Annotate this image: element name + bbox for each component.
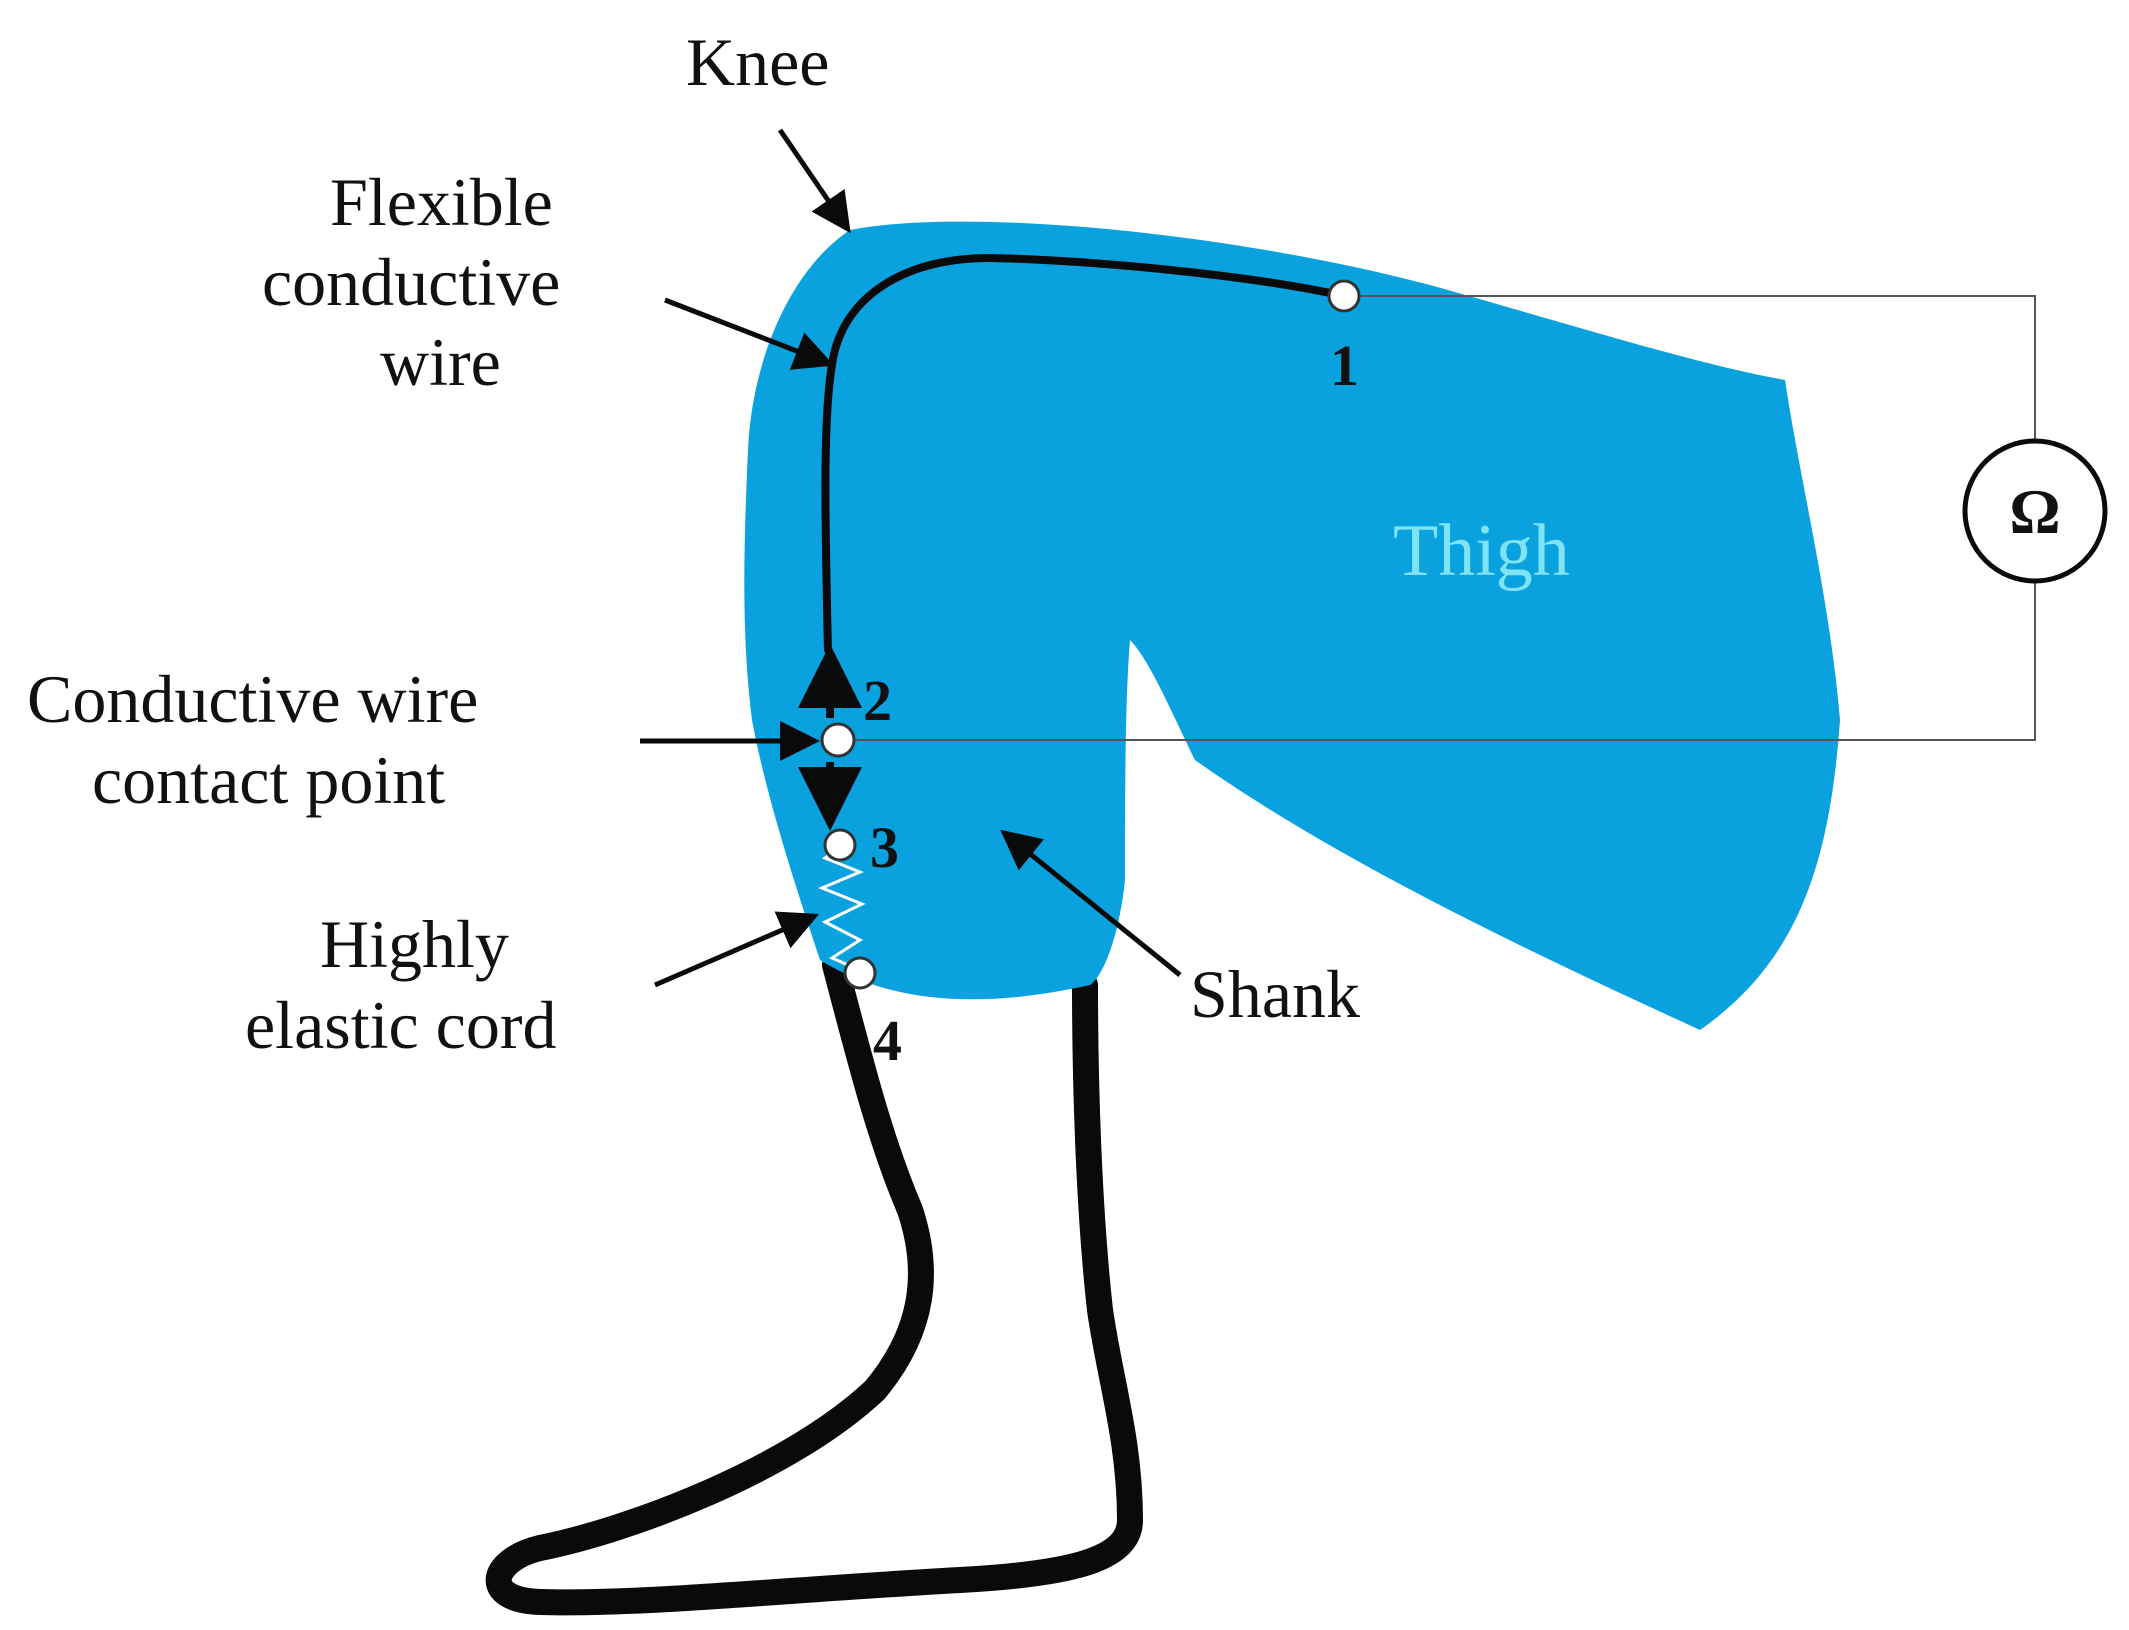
elastic-cord-label-2: elastic cord	[245, 987, 557, 1063]
point-1-label: 1	[1330, 333, 1359, 398]
meter-wire-bottom	[838, 580, 2036, 741]
flexible-wire-arrow	[664, 297, 835, 370]
point-3-label: 3	[870, 815, 899, 880]
elastic-cord-label-1: Highly	[320, 906, 509, 982]
thigh-label: Thigh	[1393, 510, 1570, 592]
point-1-marker	[1327, 279, 1361, 313]
point-4-label: 4	[873, 1008, 902, 1073]
limb-region	[744, 221, 1840, 1030]
contact-point-label-1: Conductive wire	[27, 661, 478, 737]
point-4-marker	[843, 956, 877, 990]
point-2-label: 2	[863, 668, 892, 733]
elastic-cord	[818, 846, 866, 970]
elastic-cord-arrow	[654, 911, 820, 988]
knee-arrow	[777, 128, 851, 234]
shank-arrow	[1000, 829, 1182, 977]
point-3-marker	[823, 828, 857, 862]
ohmmeter-icon: Ω	[1962, 438, 2108, 584]
conductive-wire	[821, 253, 1348, 654]
meter-wire-top	[1344, 295, 2036, 442]
shank-label: Shank	[1190, 956, 1360, 1032]
point-2-marker	[820, 722, 856, 758]
flexible-wire-label-2: conductive	[262, 244, 560, 320]
ohm-symbol: Ω	[2009, 476, 2060, 547]
flexible-wire-label-3: wire	[380, 324, 501, 400]
foot-outline	[485, 952, 1143, 1616]
contact-point-label-2: contact point	[92, 742, 445, 818]
knee-label: Knee	[686, 24, 829, 100]
flexible-wire-label-1: Flexible	[330, 164, 553, 240]
